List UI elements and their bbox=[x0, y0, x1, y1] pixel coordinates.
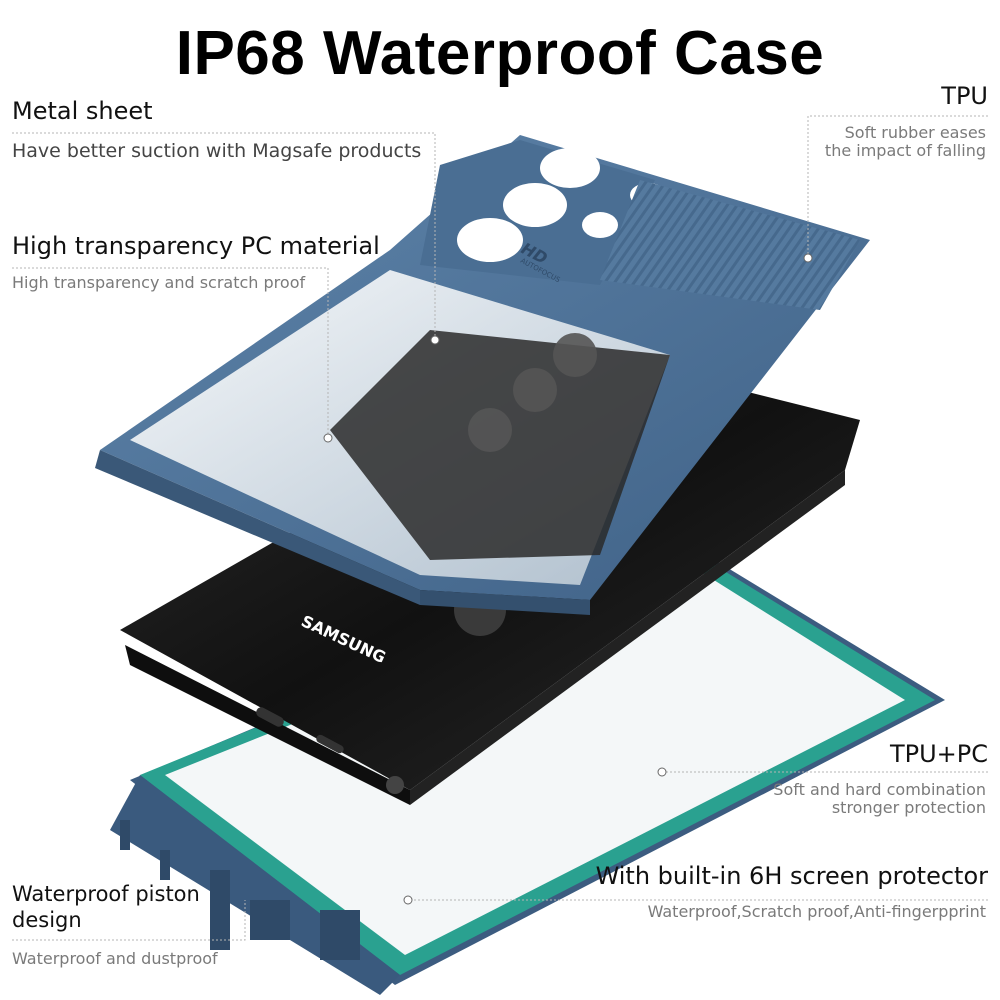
tpu-pc-heading: TPU+PC bbox=[889, 740, 988, 768]
callout-dots bbox=[323, 253, 813, 905]
pc-material-heading: High transparency PC material bbox=[12, 232, 380, 260]
tpu-pc-desc-line1: Soft and hard combination bbox=[773, 780, 986, 799]
pc-material-desc: High transparency and scratch proof bbox=[12, 273, 306, 292]
magsafe-metal-sheet bbox=[600, 180, 860, 310]
bottom-frame bbox=[110, 545, 945, 995]
metal-sheet-heading: Metal sheet bbox=[12, 97, 153, 125]
piston-heading-line1: Waterproof piston bbox=[12, 882, 200, 906]
page-title: IP68 Waterproof Case bbox=[175, 19, 825, 88]
tpu-desc-line2: the impact of falling bbox=[824, 141, 986, 160]
screen-protector-heading: With built-in 6H screen protector bbox=[595, 862, 988, 890]
back-case: HD AUTOFOCUS bbox=[95, 135, 870, 615]
stylus-tip bbox=[386, 776, 404, 794]
screen-protector-desc: Waterproof,Scratch proof,Anti-fingerppri… bbox=[647, 902, 986, 921]
piston-desc: Waterproof and dustproof bbox=[12, 949, 218, 968]
callout-lines bbox=[12, 115, 988, 941]
tpu-pc-desc-line2: stronger protection bbox=[831, 798, 986, 817]
tpu-heading: TPU bbox=[941, 82, 988, 110]
tpu-desc-line1: Soft rubber eases bbox=[844, 123, 986, 142]
camera-cutouts bbox=[457, 148, 666, 262]
metal-sheet-desc: Have better suction with Magsafe product… bbox=[12, 140, 422, 162]
piston-heading-line2: design bbox=[12, 908, 82, 932]
